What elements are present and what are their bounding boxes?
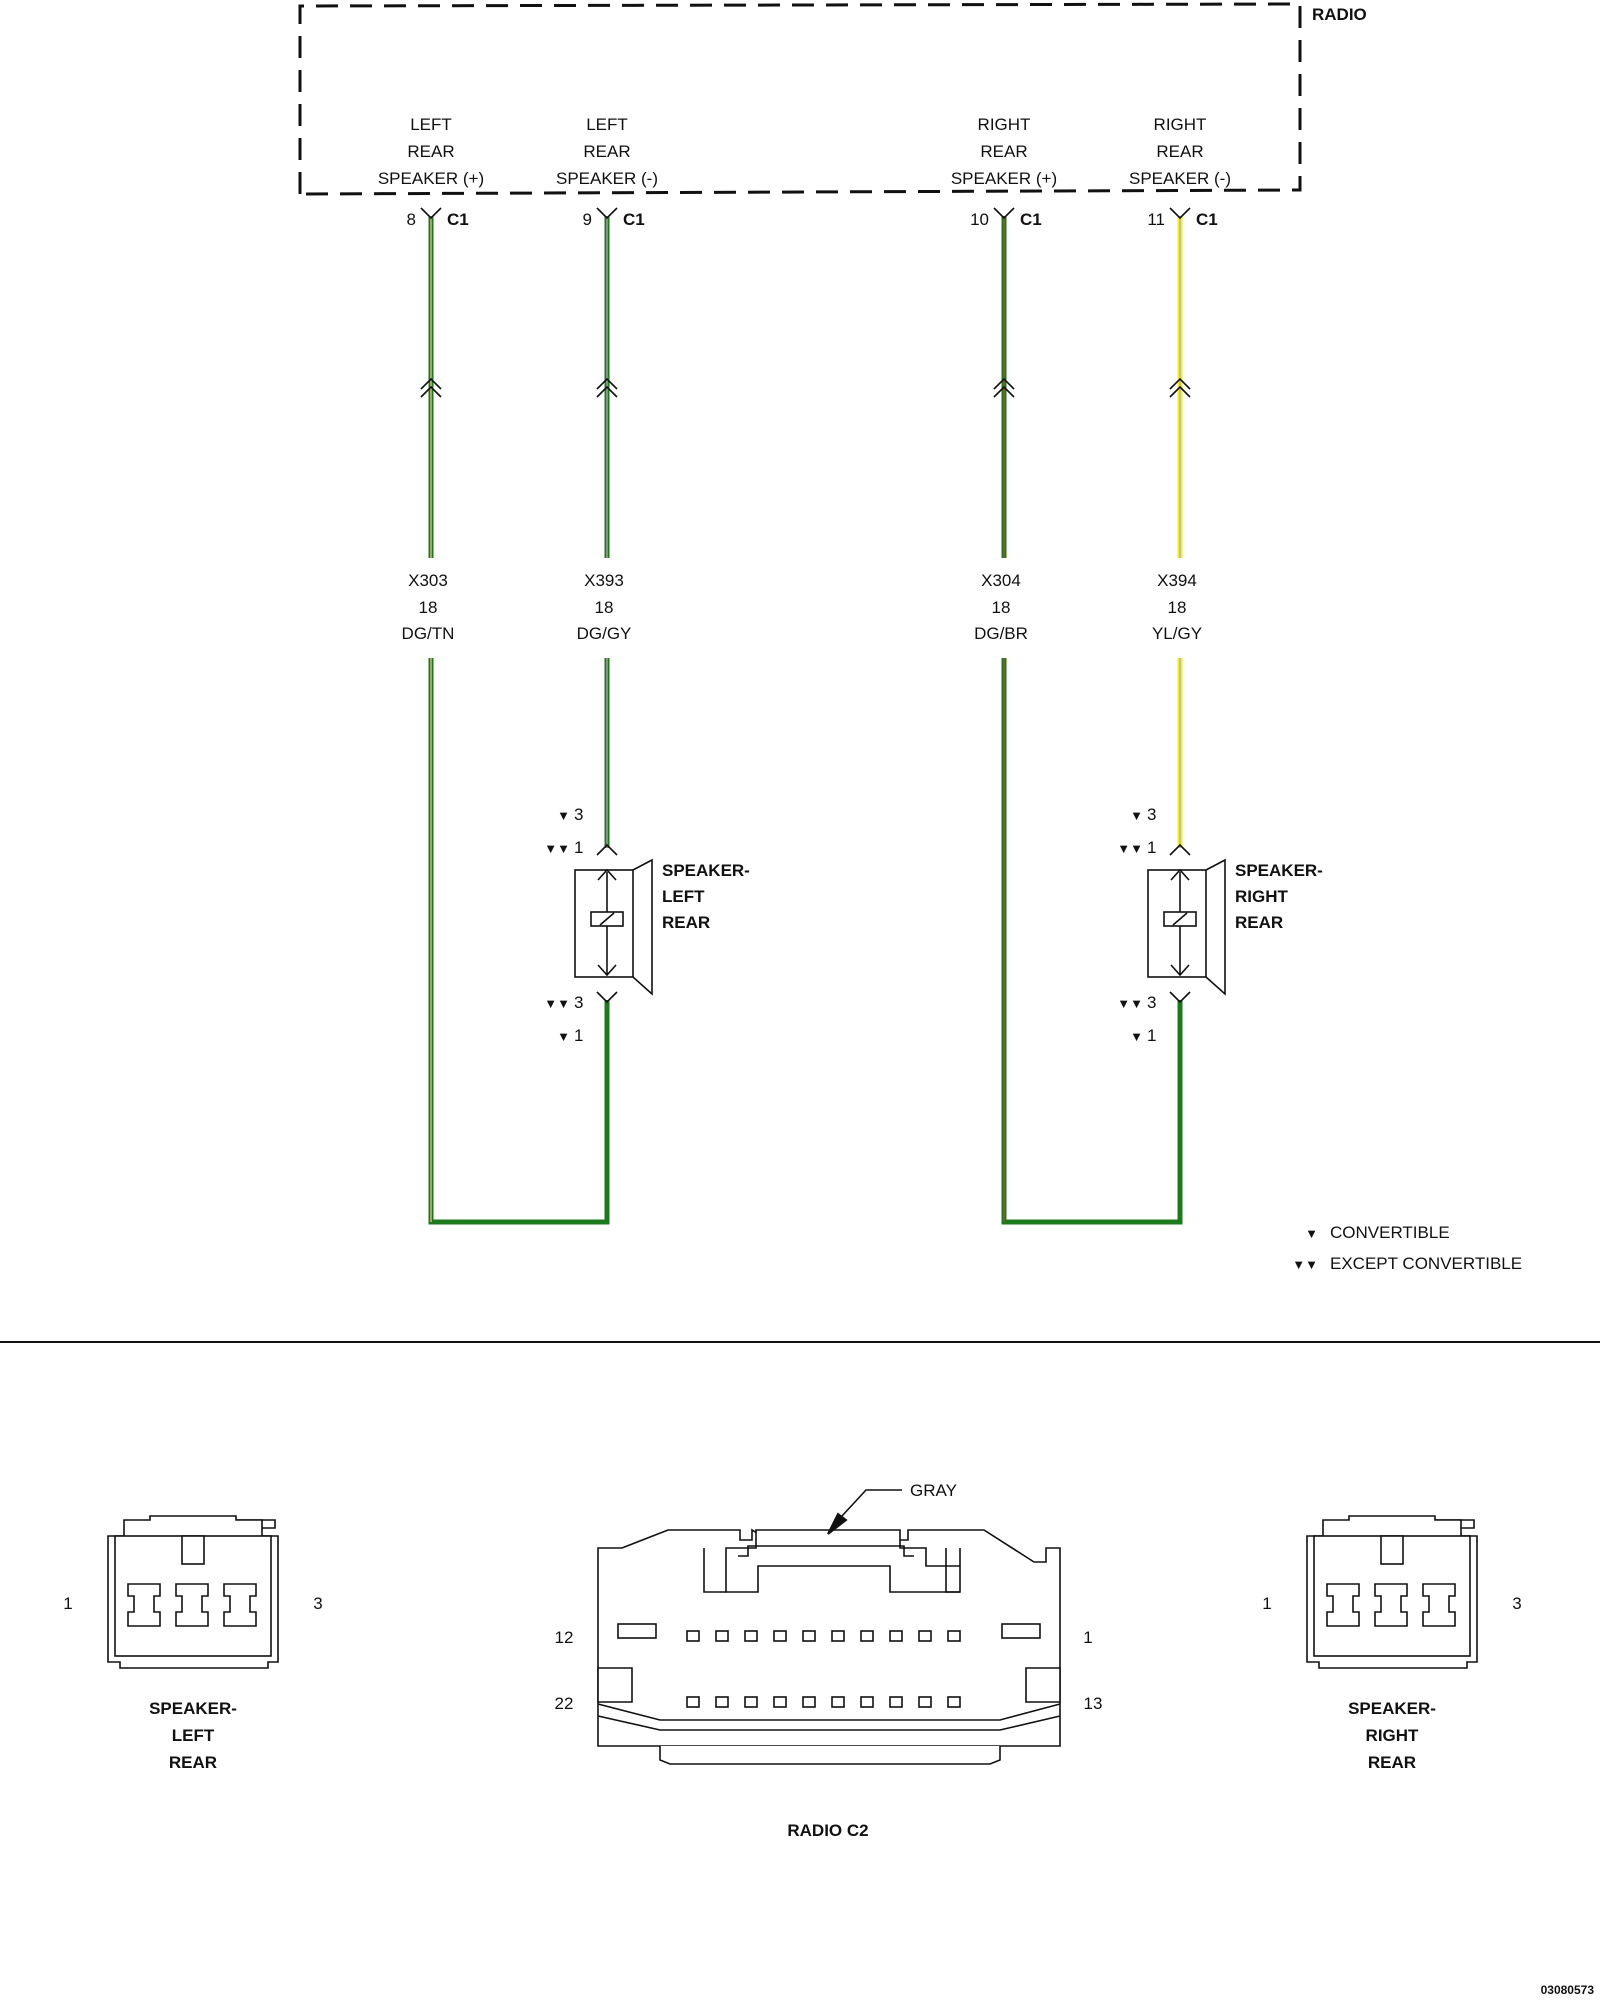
- inline-connector-symbols: [420, 377, 1191, 398]
- left-speaker-view-pin3: 3: [313, 1594, 322, 1613]
- pin11-connector: C1: [1196, 210, 1218, 229]
- legend-label-convertible: CONVERTIBLE: [1330, 1223, 1450, 1242]
- pin9-name-line2: REAR: [583, 142, 630, 161]
- c1-connector-symbols: [420, 207, 1191, 220]
- legend-label-except-convertible: EXCEPT CONVERTIBLE: [1330, 1254, 1522, 1273]
- right-spk-top-marker1: ▼: [1130, 808, 1143, 823]
- wire1-gauge: 18: [419, 598, 438, 617]
- left-speaker-name-line2: LEFT: [662, 887, 705, 906]
- right-speaker-view-name1: SPEAKER-: [1348, 1699, 1436, 1718]
- left-spk-top-marker1: ▼: [557, 808, 570, 823]
- legend: ▼ CONVERTIBLE ▼▼ EXCEPT CONVERTIBLE: [1292, 1223, 1522, 1273]
- pin9-name-line1: LEFT: [586, 115, 628, 134]
- left-speaker-name-line3: REAR: [662, 913, 710, 932]
- radio-c2-pin22: 22: [555, 1694, 574, 1713]
- wire2-circuit: X393: [584, 571, 624, 590]
- connector-view-left-speaker: 1 3 SPEAKER- LEFT REAR: [63, 1515, 323, 1772]
- c2-cavities-row2: [686, 1696, 961, 1708]
- pin10-name-line1: RIGHT: [978, 115, 1031, 134]
- wire2-color: DG/GY: [577, 624, 632, 643]
- left-speaker-view-name1: SPEAKER-: [149, 1699, 237, 1718]
- wire4-gauge: 18: [1168, 598, 1187, 617]
- wire-right-positive: [1001, 216, 1183, 1225]
- radio-c2-pin1: 1: [1083, 1628, 1092, 1647]
- pin10-name-line3: SPEAKER (+): [951, 169, 1057, 188]
- radio-title: RADIO: [1312, 5, 1367, 24]
- pin8-connector: C1: [447, 210, 469, 229]
- left-speaker-view-name3: REAR: [169, 1753, 217, 1772]
- right-speaker-name-line2: RIGHT: [1235, 887, 1289, 906]
- pin10-name-line2: REAR: [980, 142, 1027, 161]
- left-spk-bottom-marker1: ▼▼: [544, 996, 570, 1011]
- right-speaker-view-name2: RIGHT: [1366, 1726, 1420, 1745]
- pin9-connector: C1: [623, 210, 645, 229]
- pin10-connector: C1: [1020, 210, 1042, 229]
- right-spk-top-pin2: 1: [1147, 838, 1156, 857]
- connector-view-radio-c2: GRAY 12 1 22 13 RADIO C2: [555, 1481, 1103, 1840]
- pin10-number: 10: [970, 210, 989, 229]
- right-spk-top-pin1: 3: [1147, 805, 1156, 824]
- right-spk-top-marker2: ▼▼: [1117, 841, 1143, 856]
- wire4-color: YL/GY: [1152, 624, 1202, 643]
- left-speaker-view-name2: LEFT: [172, 1726, 215, 1745]
- left-speaker-view-pin1: 1: [63, 1594, 72, 1613]
- wire4-circuit: X394: [1157, 571, 1197, 590]
- left-spk-top-pin2: 1: [574, 838, 583, 857]
- right-speaker-view-name3: REAR: [1368, 1753, 1416, 1772]
- wire-labels: X303 18 DG/TN X393 18 DG/GY X304 18 DG/B…: [402, 571, 1202, 643]
- pin8-name-line3: SPEAKER (+): [378, 169, 484, 188]
- pin11-name-line2: REAR: [1156, 142, 1203, 161]
- right-speaker-name-line1: SPEAKER-: [1235, 861, 1323, 880]
- right-speaker-name-line3: REAR: [1235, 913, 1283, 932]
- speaker-right-rear: ▼ 3 ▼▼ 1 ▼▼ 3 ▼ 1 SPEAKER- RIGHT REAR: [1117, 805, 1323, 1045]
- radio-c2-pin12: 12: [555, 1628, 574, 1647]
- radio-boundary: [298, 2, 1302, 196]
- wire1-color: DG/TN: [402, 624, 455, 643]
- wire-left-positive: [428, 216, 610, 1225]
- right-speaker-view-pin3: 3: [1512, 1594, 1521, 1613]
- right-spk-bottom-marker2: ▼: [1130, 1029, 1143, 1044]
- radio-c2-name: RADIO C2: [787, 1821, 868, 1840]
- right-spk-bottom-marker1: ▼▼: [1117, 996, 1143, 1011]
- figure-id: 03080573: [1541, 1983, 1595, 1997]
- pin11-number: 11: [1147, 210, 1165, 229]
- radio-module: RADIO: [298, 2, 1367, 196]
- left-speaker-name-line1: SPEAKER-: [662, 861, 750, 880]
- speaker-left-rear: ▼ 3 ▼▼ 1 ▼▼ 3 ▼ 1 SPEAKER- LEFT REAR: [544, 805, 750, 1045]
- pin9-name-line3: SPEAKER (-): [556, 169, 658, 188]
- wire3-gauge: 18: [992, 598, 1011, 617]
- pin11-name-line3: SPEAKER (-): [1129, 169, 1231, 188]
- radio-c2-pin13: 13: [1084, 1694, 1103, 1713]
- right-speaker-view-pin1: 1: [1262, 1594, 1271, 1613]
- left-spk-bottom-pin1: 3: [574, 993, 583, 1012]
- pin8-name-line2: REAR: [407, 142, 454, 161]
- left-spk-bottom-marker2: ▼: [557, 1029, 570, 1044]
- right-spk-bottom-pin1: 3: [1147, 993, 1156, 1012]
- c2-cavities-row1: [686, 1630, 961, 1642]
- connector-view-right-speaker: 1 3 SPEAKER- RIGHT REAR: [1262, 1515, 1522, 1772]
- radio-c2-color-label: GRAY: [910, 1481, 957, 1500]
- legend-marker-convertible: ▼: [1305, 1226, 1318, 1241]
- pin11-name-line1: RIGHT: [1154, 115, 1207, 134]
- wire3-circuit: X304: [981, 571, 1021, 590]
- legend-marker-except-convertible: ▼▼: [1292, 1257, 1318, 1272]
- pin8-name-line1: LEFT: [410, 115, 452, 134]
- left-spk-bottom-pin2: 1: [574, 1026, 583, 1045]
- right-spk-bottom-pin2: 1: [1147, 1026, 1156, 1045]
- left-spk-top-marker2: ▼▼: [544, 841, 570, 856]
- wire2-gauge: 18: [595, 598, 614, 617]
- pin8-number: 8: [407, 210, 416, 229]
- pin9-number: 9: [583, 210, 592, 229]
- left-spk-top-pin1: 3: [574, 805, 583, 824]
- wire1-circuit: X303: [408, 571, 448, 590]
- wire3-color: DG/BR: [974, 624, 1028, 643]
- radio-pin-labels: LEFT REAR SPEAKER (+) 8 C1 LEFT REAR SPE…: [378, 115, 1231, 229]
